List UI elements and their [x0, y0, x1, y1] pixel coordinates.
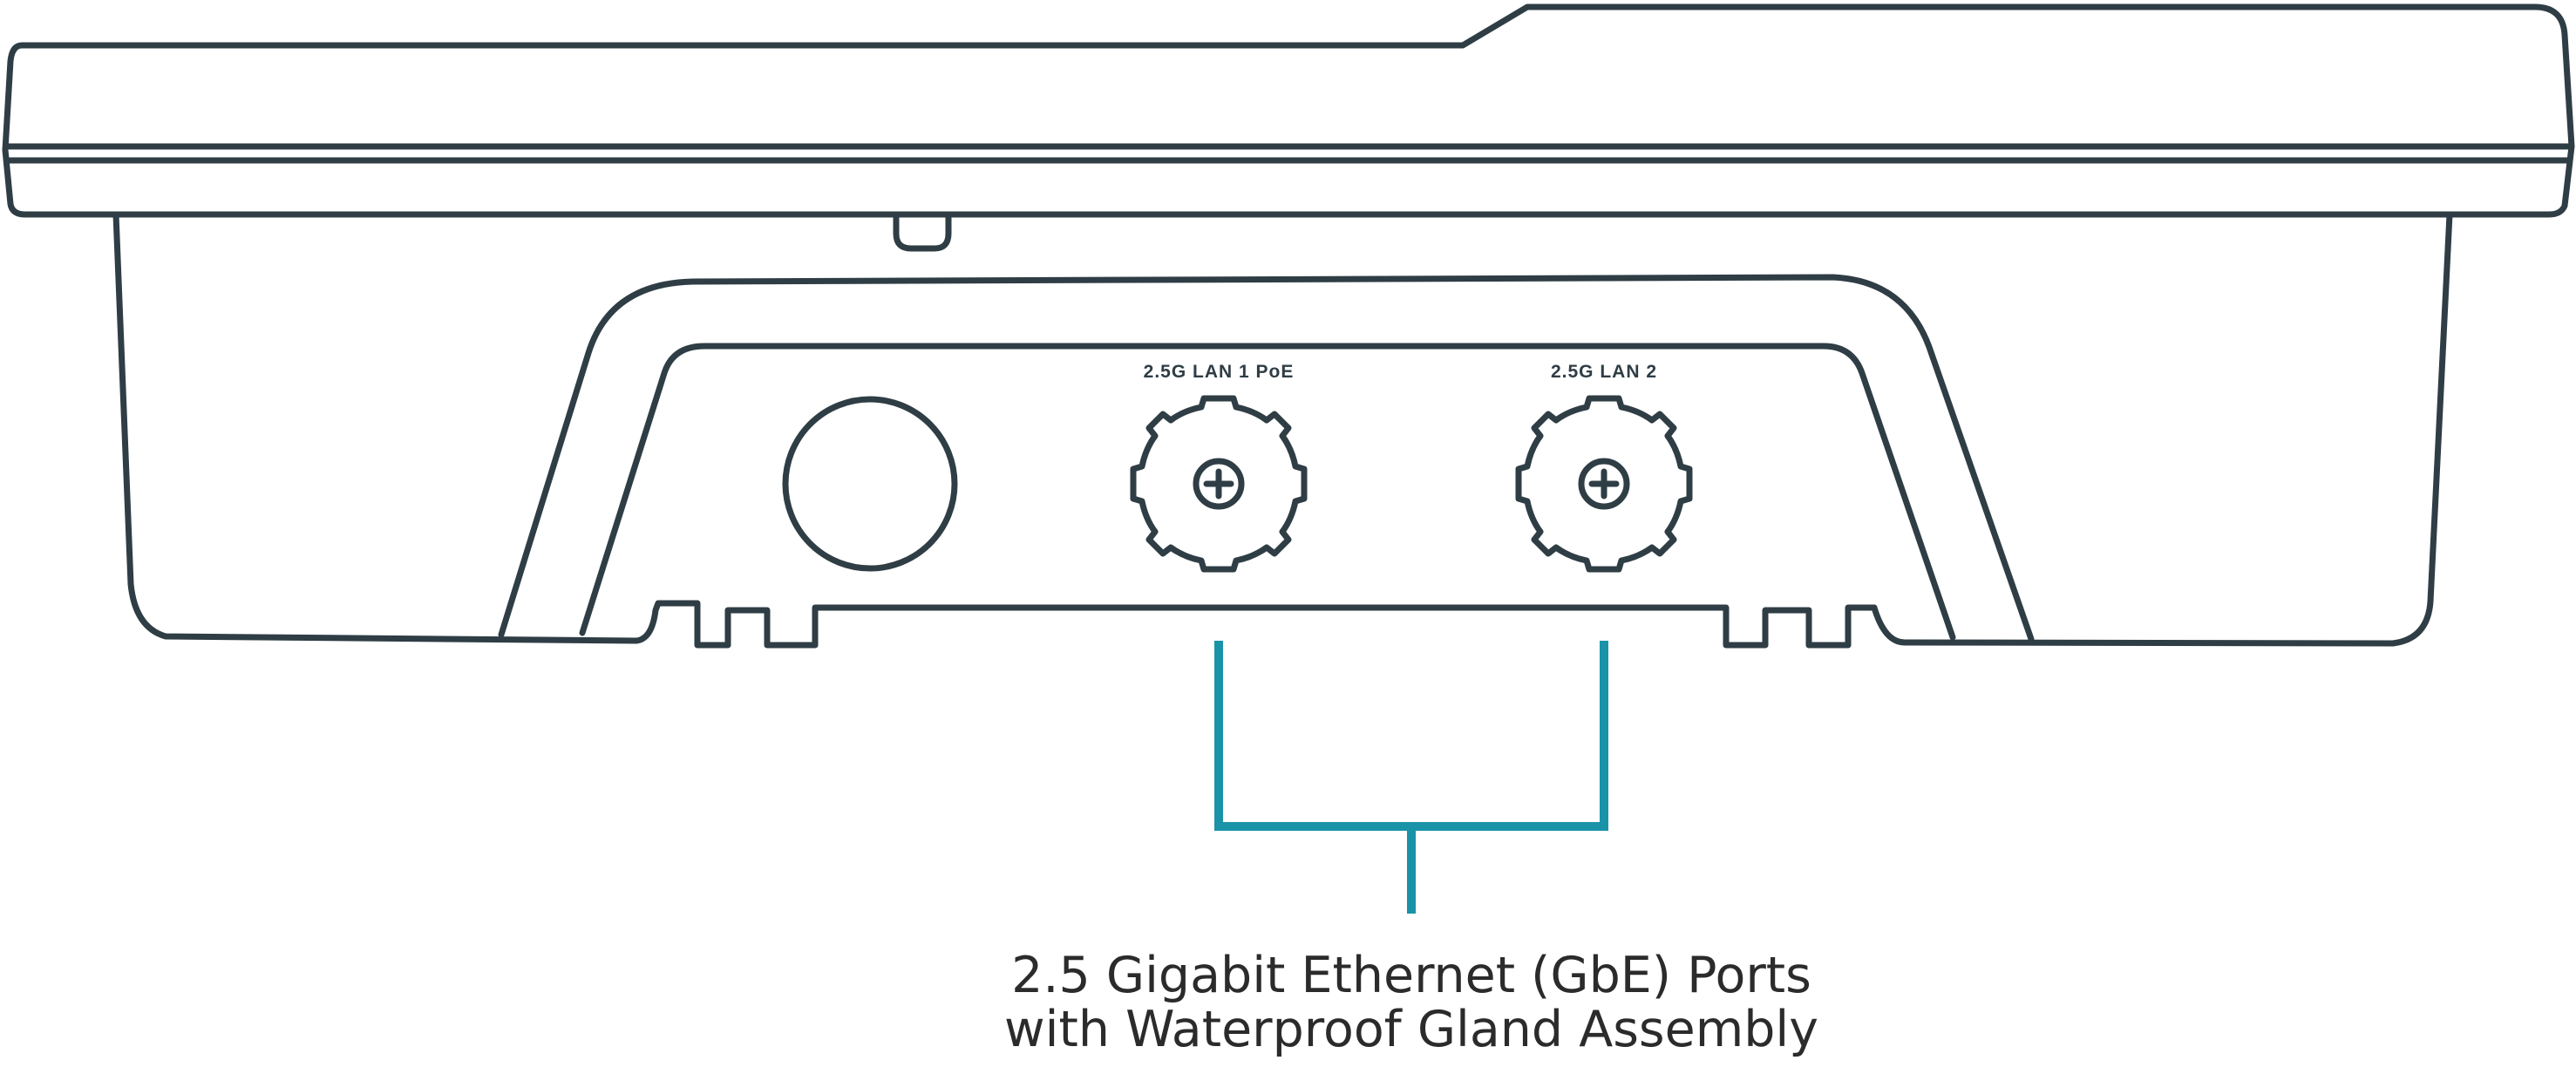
caption-line-1: 2.5 Gigabit Ethernet (GbE) Ports — [1011, 947, 1811, 1004]
callout-bracket — [1214, 641, 1608, 914]
round-cap — [782, 396, 958, 572]
device-lid — [2, 3, 2575, 218]
screw-gland-icon — [1130, 395, 1308, 573]
port-label-lan2: 2.5G LAN 2 — [1551, 362, 1657, 382]
gland-port-lan2: 2.5G LAN 2 — [1515, 362, 1693, 573]
screw-gland-icon — [1515, 395, 1693, 573]
port-label-lan1-poe: 2.5G LAN 1 PoE — [1144, 362, 1295, 382]
gland-port-lan1-poe: 2.5G LAN 1 PoE — [1130, 362, 1308, 573]
device-body — [112, 211, 2453, 649]
caption-line-2: with Waterproof Gland Assembly — [1004, 1001, 1818, 1058]
